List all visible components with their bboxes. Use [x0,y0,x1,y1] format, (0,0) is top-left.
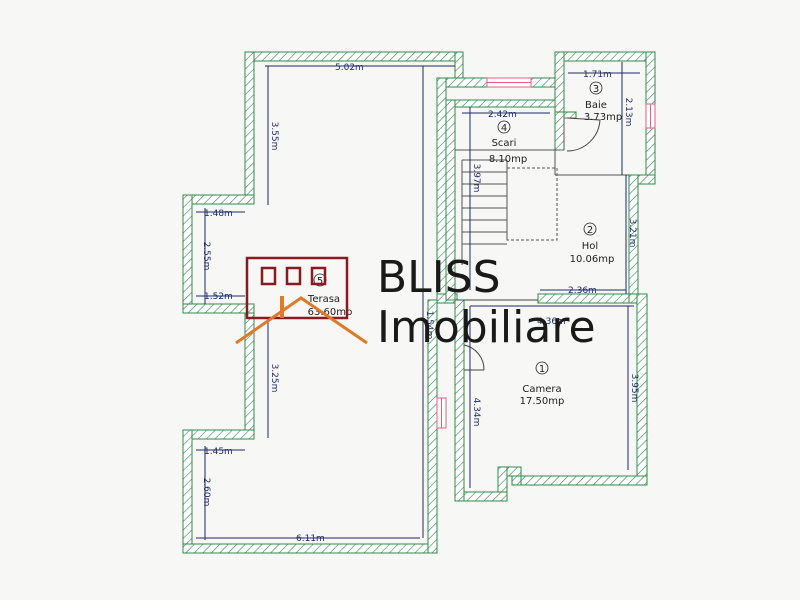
room-terasa-name: Terasa [307,294,340,305]
dim-room-height-left: 4.34m [471,398,481,427]
dim-bath-height: 2.13m [623,98,633,127]
dim-lower-left-height: 3.25m [269,364,279,393]
room-baie-name: Baie [585,100,607,111]
room-hol: 2 Hol 10.06mp [570,222,615,265]
room-terasa: 5 Terasa 63.60mp [307,273,353,318]
room-camera-name: Camera [522,384,561,395]
dimension-lines [196,62,640,540]
logo: BLISS Imobiliare [235,252,596,353]
dim-terrace-length: 1.54m [424,311,434,340]
room-scari: 4 Scari 8.10mp [489,120,527,165]
dim-bottom-bay-height: 2.60m [201,478,211,507]
windows [436,77,656,429]
dim-hall-height: 3.21m [627,219,637,248]
doors [457,117,601,371]
room-camera-area: 17.50mp [520,396,565,407]
dim-bay-upper-width: 1.48m [204,209,233,219]
room-scari-number: 4 [501,123,507,134]
room-camera: 1 Camera 17.50mp [520,361,565,407]
dim-top-width: 5.02m [335,63,364,73]
dim-bay-height: 2.55m [201,242,211,271]
dim-bath-width: 1.71m [583,70,612,80]
dim-room-height-right: 3.95m [629,374,639,403]
room-baie: 3 Baie 3.73mp [584,81,622,123]
logo-line2: Imobiliare [377,302,596,353]
dim-stairs-width: 2.42m [488,110,517,120]
dimension-labels: 5.02m 3.55m 1.48m 2.55m 1.52m 3.25m 1.45… [201,63,639,544]
room-hol-number: 2 [587,225,593,236]
room-terasa-number: 5 [317,276,323,287]
dim-hall-width: 2.36m [568,286,597,296]
dim-bay-lower-width: 1.52m [204,292,233,302]
logo-house-icon [235,256,368,345]
dim-room-width: 4.36m [537,317,566,327]
room-hol-area: 10.06mp [570,254,615,265]
dim-bottom-bay-width: 1.45m [204,447,233,457]
room-baie-area: 3.73mp [584,112,622,123]
terrace-walls [182,51,464,554]
room-camera-number: 1 [539,364,545,375]
room-hol-name: Hol [582,241,598,252]
dim-stairs-height: 3.97m [471,164,481,193]
dim-bottom-width: 6.11m [296,534,325,544]
room-baie-number: 3 [593,84,599,95]
dim-upper-left-height: 3.55m [269,122,279,151]
room-terasa-area: 63.60mp [308,307,353,318]
room-scari-area: 8.10mp [489,154,527,165]
logo-line1: BLISS [377,252,501,303]
room-scari-name: Scari [492,138,517,149]
